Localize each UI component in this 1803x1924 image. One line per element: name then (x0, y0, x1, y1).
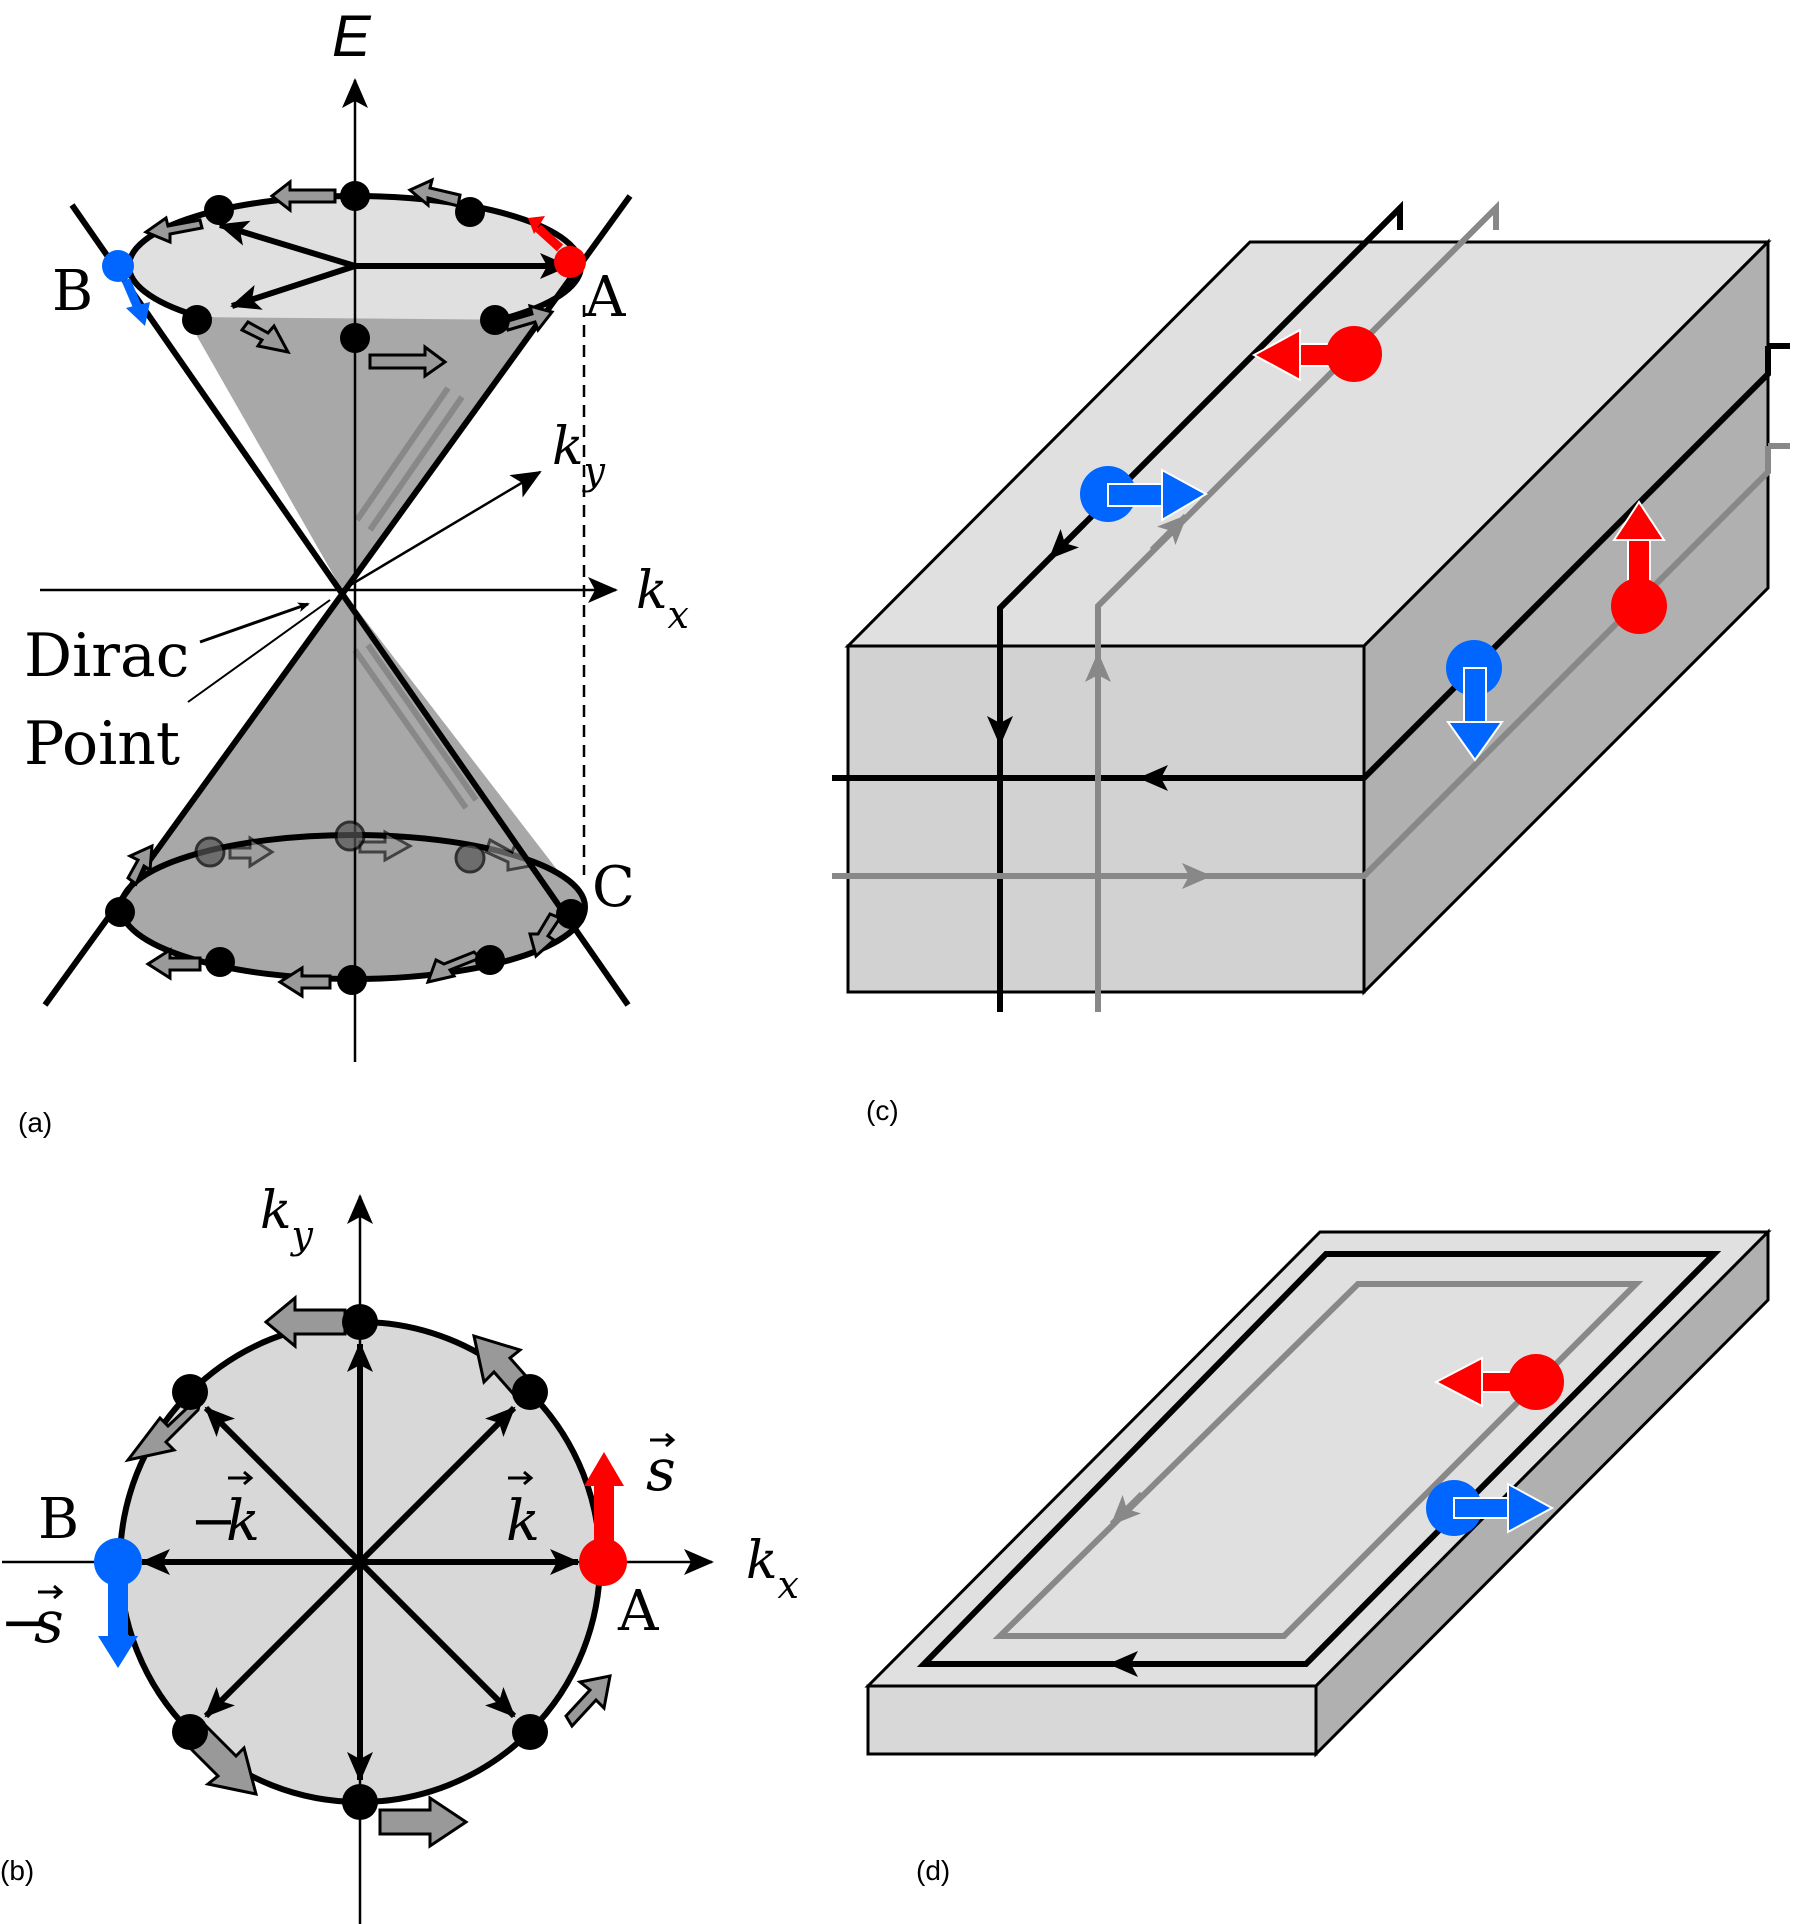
ky-label-b: ky (260, 1181, 314, 1257)
spin-red-b (579, 1452, 627, 1586)
edge-arrow-black-2 (1047, 521, 1087, 561)
point-b-label-a: B (52, 259, 93, 324)
kx-label-b: kx (746, 1531, 799, 1607)
energy-label: E (332, 4, 372, 69)
kx-subscript-b: x (778, 1563, 799, 1607)
ky-subscript-b: y (290, 1213, 314, 1257)
momentum-vectors-a (218, 220, 570, 310)
film-edge-black (916, 1251, 1722, 1667)
minus-s-vector-label: s (34, 1588, 64, 1656)
dirac-pointer-2 (187, 599, 331, 703)
film-front-face (866, 1684, 1318, 1756)
minus-k-vector-label: k (226, 1489, 260, 1554)
ky-subscript-a: y (582, 449, 606, 493)
cone-highlights (352, 386, 479, 810)
slab-front-face (846, 644, 1366, 994)
film-top-face (864, 1230, 1772, 1688)
spin-red-a (528, 216, 586, 278)
spin-arrows-lower (126, 829, 563, 999)
ky-label-a: ky (552, 417, 606, 493)
edge-channel-gray-1 (1095, 200, 1499, 1012)
spin-blue-b (102, 250, 150, 326)
caption-d: (d) (916, 1855, 950, 1886)
kx-label-a: kx (636, 561, 689, 637)
dirac-label-line1: Dirac (24, 621, 189, 691)
s-vector-label: s (646, 1436, 676, 1504)
caption-a: (a) (18, 1107, 52, 1138)
spin-blue-c-side (1446, 640, 1504, 762)
caption-b: (b) (0, 1855, 34, 1886)
dirac-label-line2: Point (24, 709, 180, 779)
minus-k-overarrow (228, 1470, 254, 1486)
point-a-label-b: A (617, 1579, 659, 1644)
k-vectors-b (140, 1342, 580, 1782)
spin-red-c-side (1611, 500, 1667, 634)
spin-red-d (1433, 1354, 1564, 1410)
spin-arrows-upper (142, 177, 555, 379)
kx-subscript-a: x (668, 593, 689, 637)
upper-cone (186, 317, 540, 590)
spin-blue-d (1426, 1480, 1555, 1536)
minus-k-sign: − (190, 1489, 237, 1554)
spin-blue-c-top (1080, 466, 1209, 522)
panel-a: E ky kx A B C Dirac Point (a) (18, 4, 689, 1138)
panel-b: ky kx A B k − k s − s (b) (0, 1181, 799, 1924)
state-dots-lower (105, 820, 586, 995)
caption-c: (c) (866, 1095, 899, 1126)
panel-d: (d) (864, 1228, 1772, 1886)
spin-blue-b2 (94, 1538, 142, 1668)
k-vector-label: k (506, 1489, 540, 1554)
point-b-label-b: B (38, 1487, 79, 1552)
minus-s-sign: − (0, 1588, 49, 1656)
edge-channel-gray-2 (832, 446, 1771, 879)
film-edge-gray (992, 1281, 1644, 1639)
k-vector-overarrow (508, 1470, 534, 1486)
panel-c: (c) (832, 200, 1790, 1126)
ky-axis-a (341, 470, 542, 592)
cone-edge-left (69, 203, 631, 1007)
point-a-label-a: A (584, 265, 626, 330)
lower-cone (141, 590, 565, 880)
spin-red-c-top (1251, 326, 1382, 382)
minus-s-overarrow (38, 1584, 64, 1600)
state-dots-b (172, 1304, 548, 1820)
film-arrow-gray (1109, 1491, 1145, 1527)
state-dots-upper (182, 181, 510, 353)
s-vector-overarrow (650, 1432, 676, 1448)
dirac-pointer-1 (199, 602, 310, 644)
point-c-label: C (592, 855, 635, 920)
edge-arrow-gray-2 (1149, 513, 1189, 553)
